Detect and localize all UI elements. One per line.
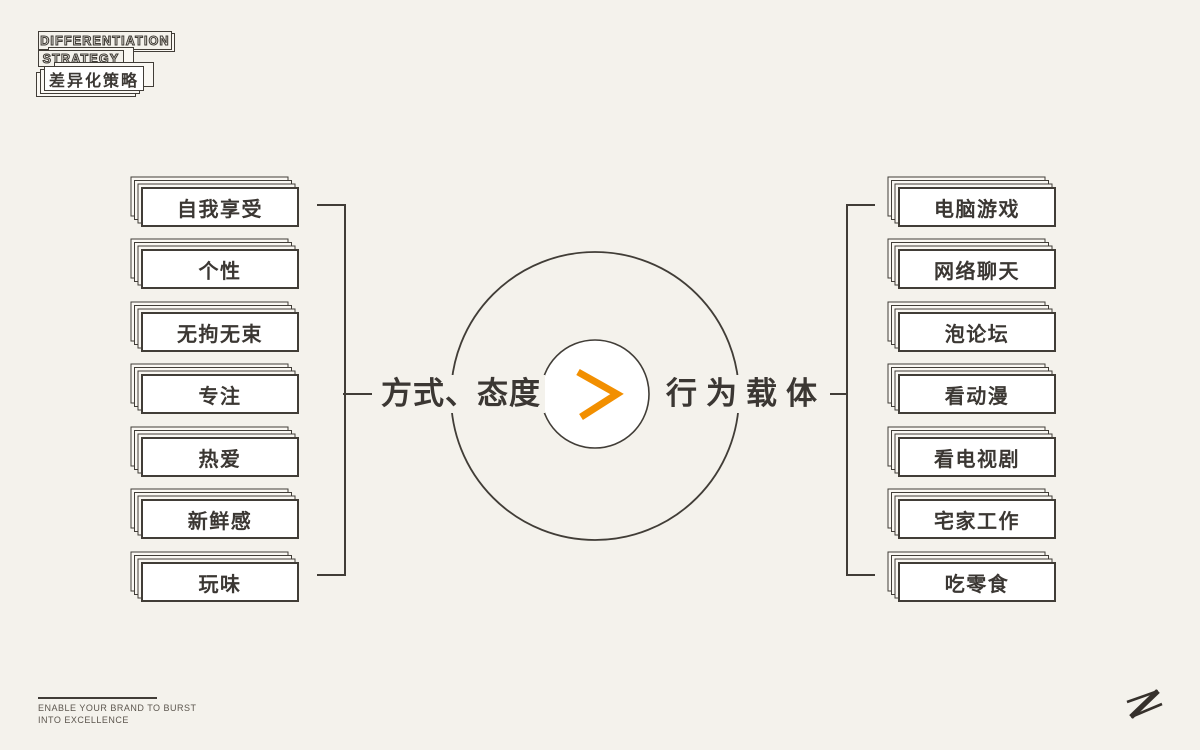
right-item-card: 看电视剧 [887,426,1056,477]
left-item-card: 个性 [130,238,299,289]
right-bracket-line [846,204,875,576]
right-item-label: 网络聊天 [898,249,1056,289]
right-item-card: 泡论坛 [887,301,1056,352]
right-item-label: 电脑游戏 [898,187,1056,227]
left-item-card: 玩味 [130,551,299,602]
footer-rule [38,697,157,699]
left-group-label: 方式、态度 [377,375,545,413]
header-title-cn: 差异化策略 [44,66,144,91]
inner-circle [540,339,650,449]
right-item-label: 看电视剧 [898,437,1056,477]
left-item-label: 无拘无束 [141,312,299,352]
right-item-card: 看动漫 [887,363,1056,414]
left-item-label: 新鲜感 [141,499,299,539]
left-bracket-line [317,204,346,576]
left-item-card: 热爱 [130,426,299,477]
right-item-label: 吃零食 [898,562,1056,602]
left-item-label: 玩味 [141,562,299,602]
left-item-card: 新鲜感 [130,488,299,539]
right-item-label: 泡论坛 [898,312,1056,352]
left-item-card: 专注 [130,363,299,414]
left-item-card: 自我享受 [130,176,299,227]
left-item-label: 专注 [141,374,299,414]
right-group-label: 行为载体 [662,375,830,413]
footer-tagline-line2: INTO EXCELLENCE [38,715,129,725]
header-title-cn-box: 差异化策略 [36,62,154,97]
left-item-card: 无拘无束 [130,301,299,352]
right-item-card: 宅家工作 [887,488,1056,539]
greater-than-icon [576,368,624,420]
z-logo-icon [1126,689,1163,719]
left-item-label: 自我享受 [141,187,299,227]
right-item-card: 网络聊天 [887,238,1056,289]
right-item-label: 看动漫 [898,374,1056,414]
right-item-label: 宅家工作 [898,499,1056,539]
footer-tagline-line1: ENABLE YOUR BRAND TO BURST [38,703,197,713]
left-item-label: 个性 [141,249,299,289]
right-item-card: 电脑游戏 [887,176,1056,227]
left-item-label: 热爱 [141,437,299,477]
right-item-card: 吃零食 [887,551,1056,602]
